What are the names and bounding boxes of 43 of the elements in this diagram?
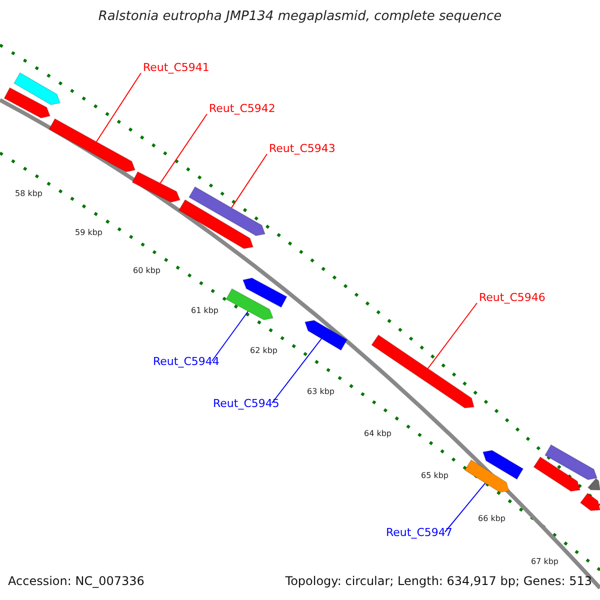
leader-line (212, 310, 249, 362)
gene-feature (533, 456, 581, 492)
leader-line (427, 302, 478, 370)
leader-line (231, 154, 268, 208)
gene-label: Reut_C5947 (386, 527, 452, 540)
gene-label: Reut_C5945 (213, 398, 280, 410)
gene-feature (13, 72, 61, 106)
gene-feature (304, 320, 348, 351)
gene-feature (188, 186, 266, 236)
gene-feature (580, 492, 600, 512)
leader-line (160, 114, 208, 184)
gene-feature (225, 288, 274, 320)
tick-label: 67 kbp (531, 558, 559, 567)
gene-feature (132, 171, 181, 203)
footer-text: Topology: circular; Length: 634,917 bp; Genes: 513 (285, 575, 592, 588)
title: Ralstonia eutropha JMP134 megaplasmid, complete sequence (97, 10, 503, 24)
gene-feature (4, 87, 51, 119)
tick-label: 60 kbp (133, 267, 161, 276)
gene-label: Reut_C5946 (479, 292, 546, 304)
gene-feature (464, 459, 510, 493)
gene-label: Reut_C5944 (153, 356, 220, 368)
gene-label: Reut_C5943 (269, 143, 336, 156)
tick-label: 66 kbp (478, 515, 506, 524)
tick-label: 61 kbp (191, 307, 219, 316)
leader-line (444, 482, 486, 532)
footer-text: Accession: NC_007336 (8, 575, 144, 588)
gene-feature (242, 277, 288, 308)
tick-label: 65 kbp (421, 472, 449, 481)
tick-label: 63 kbp (307, 388, 335, 397)
tick-label: 58 kbp (15, 190, 43, 199)
tick-label: 59 kbp (75, 229, 103, 238)
gene-feature (544, 444, 598, 480)
gene-feature (48, 118, 136, 172)
tick-label: 64 kbp (364, 430, 392, 439)
gene-feature (587, 478, 600, 490)
leader-line (272, 338, 322, 404)
gene-feature (482, 450, 524, 480)
gene-label: Reut_C5942 (209, 103, 276, 116)
gene-label: Reut_C5941 (143, 62, 210, 74)
gene-feature (370, 334, 475, 409)
gene-feature (178, 199, 254, 250)
leader-line (96, 72, 142, 142)
tick-label: 62 kbp (250, 347, 278, 356)
